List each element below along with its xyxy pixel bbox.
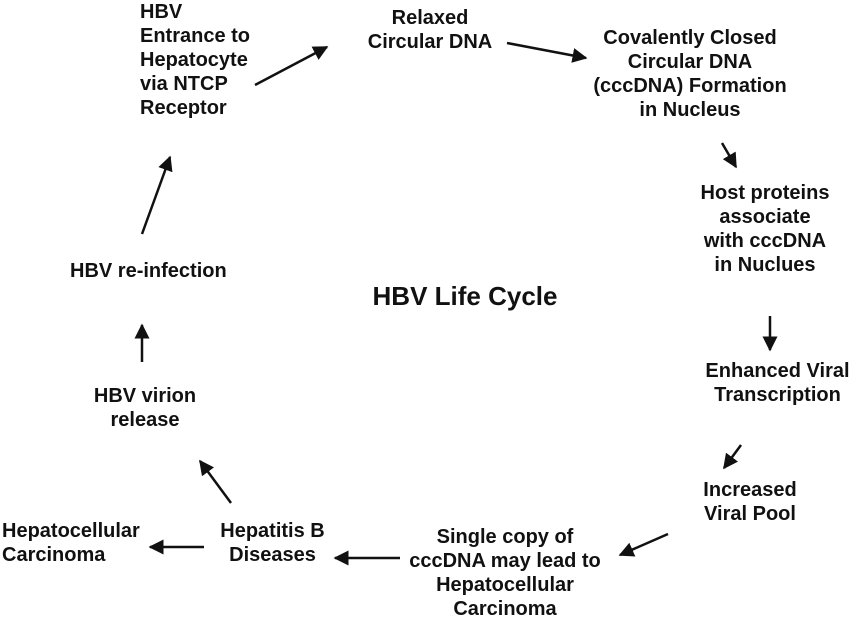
node-enhanced-transcription: Enhanced Viral Transcription [705,360,850,406]
node-hepatitis-b-diseases: Hepatitis B Diseases [220,520,325,566]
arrow-cccdna-to-host [720,142,738,169]
arrow-enhanced-to-increased [722,444,743,470]
diagram-title: HBV Life Cycle [372,281,558,311]
arrow-relaxed-to-cccdna [506,41,588,63]
arrow-entrance-to-relaxed [254,45,329,87]
node-cccdna-formation: Covalently Closed Circular DNA (cccDNA) … [593,27,787,121]
node-hbv-entrance: HBV Entrance to Hepatocyte via NTCP Rece… [140,1,251,119]
arrow-increased-to-single [618,532,669,557]
node-increased-viral-pool: Increased Viral Pool [703,479,797,525]
node-reinfection: HBV re-infection [70,260,227,282]
arrow-hepatitis-to-release [198,459,233,504]
arrow-reinfection-to-entrance [140,155,173,235]
node-host-proteins: Host proteins associate with cccDNA in N… [700,182,830,276]
node-virion-release: HBV virion release [93,385,197,431]
node-relaxed-circular-dna: Relaxed Circular DNA [367,7,493,53]
node-hepatocellular-carcinoma: Hepatocellular Carcinoma [2,520,140,566]
node-single-copy-cccdna: Single copy of cccDNA may lead to Hepato… [409,526,601,620]
